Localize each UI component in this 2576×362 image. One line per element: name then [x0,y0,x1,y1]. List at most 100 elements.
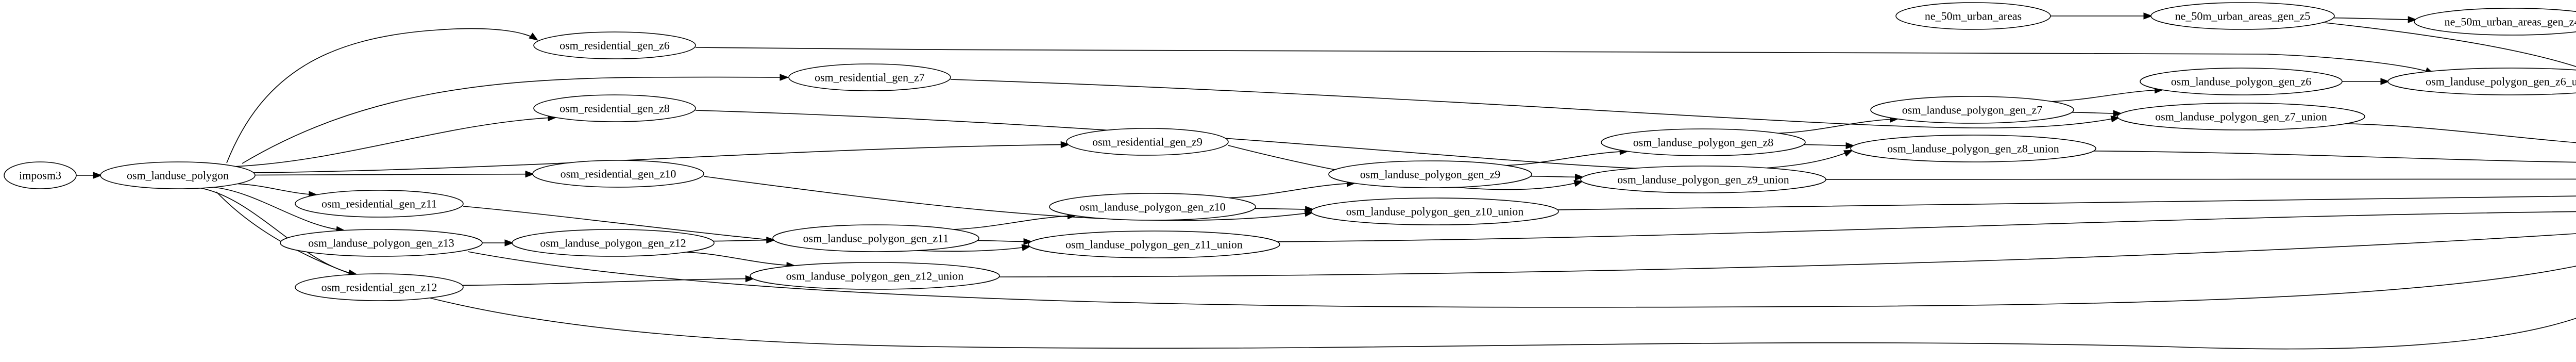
node-label-osm_residential_gen_z10: osm_residential_gen_z10 [561,168,676,180]
edge-osm_landuse_polygon-to-layer_landuse-z14+ [216,191,2576,350]
node-label-osm_landuse_polygon_gen_z8: osm_landuse_polygon_gen_z8 [1633,136,1774,149]
edge-osm_landuse_polygon_gen_z10_union-to-layer_landuse-z10 [1557,195,2576,210]
edge-osm_landuse_polygon_gen_z9-to-osm_landuse_polygon_gen_z9_union [1530,176,1583,177]
edge-osm_landuse_polygon-to-osm_residential_gen_z6 [226,28,537,163]
node-label-osm_landuse_polygon_gen_z10_union: osm_landuse_polygon_gen_z10_union [1346,205,1524,218]
node-shape-osm_landuse_polygon_gen_z8 [1601,128,1806,156]
node-osm_landuse_polygon_gen_z13: osm_landuse_polygon_gen_z13 [280,229,483,257]
node-label-osm_landuse_polygon_gen_z12: osm_landuse_polygon_gen_z12 [540,237,686,250]
node-osm_landuse_polygon_gen_z8_union: osm_landuse_polygon_gen_z8_union [1850,135,2096,162]
node-osm_residential_gen_z8: osm_residential_gen_z8 [533,94,696,122]
node-label-osm_landuse_polygon_gen_z7: osm_landuse_polygon_gen_z7 [1902,104,2043,117]
node-label-osm_landuse_polygon_gen_z7_union: osm_landuse_polygon_gen_z7_union [2155,110,2327,123]
edge-ne_50m_urban_areas_gen_z5-to-ne_50m_urban_areas_gen_z4 [2333,18,2415,20]
node-label-osm_landuse_polygon_gen_z11_union: osm_landuse_polygon_gen_z11_union [1065,238,1243,251]
node-shape-osm_residential_gen_z10 [532,160,704,188]
node-shape-osm_landuse_polygon_gen_z12 [512,229,715,257]
edge-osm_landuse_polygon_gen_z8-to-osm_landuse_polygon_gen_z7 [1778,119,1897,134]
node-shape-osm_residential_gen_z12 [295,273,464,301]
edge-osm_landuse_polygon_gen_z11_union-to-layer_landuse-z11 [1277,211,2576,242]
node-shape-osm_landuse_polygon [100,161,256,189]
node-osm_landuse_polygon_gen_z7_union: osm_landuse_polygon_gen_z7_union [2117,103,2365,130]
edge-osm_landuse_polygon-to-osm_residential_gen_z7 [242,77,787,164]
node-osm_landuse_polygon_gen_z12_union: osm_landuse_polygon_gen_z12_union [750,262,1000,290]
edge-osm_residential_gen_z7-to-osm_landuse_polygon_gen_z7_union [950,79,2119,128]
node-label-ne_50m_urban_areas: ne_50m_urban_areas [1925,10,2022,23]
edge-osm_landuse_polygon_gen_z7-to-osm_landuse_polygon_gen_z7_union [2072,112,2121,113]
node-shape-osm_landuse_polygon_gen_z12_union [750,262,1000,290]
node-label-osm_landuse_polygon_gen_z9_union: osm_landuse_polygon_gen_z9_union [1617,173,1789,186]
node-shape-osm_landuse_polygon_gen_z9_union [1580,166,1826,193]
edge-osm_residential_gen_z11-to-osm_landuse_polygon_gen_z11_union [463,206,1029,252]
edge-osm_landuse_polygon_gen_z7-to-osm_landuse_polygon_gen_z6 [2051,90,2162,102]
node-shape-osm_landuse_polygon_gen_z9 [1328,160,1532,188]
node-shape-osm_landuse_polygon_gen_z7 [1870,96,2074,124]
node-ne_50m_urban_areas_gen_z4: ne_50m_urban_areas_gen_z4 [2414,8,2576,36]
edge-osm_residential_gen_z10-to-osm_landuse_polygon_gen_z10_union [703,176,1312,221]
node-shape-osm_residential_gen_z7 [788,63,951,91]
node-ne_50m_urban_areas_gen_z5: ne_50m_urban_areas_gen_z5 [2150,2,2335,30]
edge-osm_landuse_polygon-to-osm_residential_gen_z10 [255,174,533,175]
node-imposm3: imposm3 [4,161,77,189]
edge-osm_landuse_polygon-to-osm_residential_gen_z8 [235,118,555,167]
node-shape-osm_landuse_polygon_gen_z13 [280,229,483,257]
edge-osm_landuse_polygon_gen_z8_union-to-layer_landuse-z8 [2093,151,2576,163]
edge-osm_landuse_polygon_gen_z12_union-to-layer_landuse-z12 [999,233,2576,277]
node-shape-osm_landuse_polygon_gen_z6 [2140,68,2343,95]
edge-osm_residential_gen_z8-to-osm_landuse_polygon_gen_z8_union [695,110,1852,171]
node-osm_residential_gen_z6: osm_residential_gen_z6 [533,31,696,59]
edges-layer [76,16,2576,350]
node-label-imposm3: imposm3 [19,169,61,182]
node-osm_landuse_polygon: osm_landuse_polygon [100,161,256,189]
edge-osm_landuse_polygon_gen_z11-to-osm_landuse_polygon_gen_z10 [953,216,1075,230]
node-label-osm_residential_gen_z7: osm_residential_gen_z7 [815,71,925,84]
node-label-ne_50m_urban_areas_gen_z5: ne_50m_urban_areas_gen_z5 [2175,10,2311,23]
node-shape-osm_landuse_polygon_gen_z10 [1049,193,1256,221]
edge-osm_landuse_polygon_gen_z8-to-osm_landuse_polygon_gen_z8_union [1804,145,1853,146]
node-shape-osm_residential_gen_z9 [1066,128,1229,156]
nodes-layer: imposm3 osm_landuse_polygon osm_residentia… [4,2,2576,301]
node-osm_residential_gen_z11: osm_residential_gen_z11 [295,190,464,218]
node-label-osm_landuse_polygon_gen_z13: osm_landuse_polygon_gen_z13 [308,237,454,250]
node-shape-ne_50m_urban_areas_gen_z4 [2414,8,2576,36]
node-osm_landuse_polygon_gen_z12: osm_landuse_polygon_gen_z12 [512,229,715,257]
edge-osm_residential_gen_z6-to-osm_landuse_polygon_gen_z6_union [695,47,2433,73]
node-label-osm_landuse_polygon_gen_z6_union: osm_landuse_polygon_gen_z6_union [2426,75,2576,88]
node-osm_landuse_polygon_gen_z10_union: osm_landuse_polygon_gen_z10_union [1311,198,1559,225]
edge-osm_landuse_polygon_gen_z10-to-osm_landuse_polygon_gen_z9 [1229,183,1354,199]
node-ne_50m_urban_areas: ne_50m_urban_areas [1895,2,2051,30]
node-osm_residential_gen_z9: osm_residential_gen_z9 [1066,128,1229,156]
node-label-osm_residential_gen_z9: osm_residential_gen_z9 [1092,136,1202,149]
node-osm_landuse_polygon_gen_z8: osm_landuse_polygon_gen_z8 [1601,128,1806,156]
node-label-ne_50m_urban_areas_gen_z4: ne_50m_urban_areas_gen_z4 [2445,15,2576,28]
edge-ne_50m_urban_areas_gen_z5-to-layer_landuse-z5 [2324,22,2576,68]
node-osm_landuse_polygon_gen_z7: osm_landuse_polygon_gen_z7 [1870,96,2074,124]
node-label-osm_residential_gen_z12: osm_residential_gen_z12 [321,281,437,294]
node-shape-ne_50m_urban_areas [1895,2,2051,30]
node-osm_landuse_polygon_gen_z9_union: osm_landuse_polygon_gen_z9_union [1580,166,1826,193]
node-shape-osm_landuse_polygon_gen_z10_union [1311,198,1559,225]
node-label-osm_landuse_polygon_gen_z9: osm_landuse_polygon_gen_z9 [1360,168,1501,181]
node-shape-osm_landuse_polygon_gen_z11_union [1028,231,1280,258]
node-label-osm_residential_gen_z6: osm_residential_gen_z6 [560,39,670,52]
edge-osm_landuse_polygon_gen_z13-to-layer_landuse-z13 [467,251,2576,308]
node-osm_landuse_polygon_gen_z11: osm_landuse_polygon_gen_z11 [772,224,979,252]
edge-osm_landuse_polygon_gen_z12-to-osm_landuse_polygon_gen_z12_union [686,252,794,266]
node-osm_landuse_polygon_gen_z10: osm_landuse_polygon_gen_z10 [1049,193,1256,221]
edge-osm_landuse_polygon_gen_z12-to-osm_landuse_polygon_gen_z11 [713,240,774,241]
edge-osm_landuse_polygon_gen_z11-to-osm_landuse_polygon_gen_z11_union [977,240,1031,241]
edge-osm_residential_gen_z12-to-osm_landuse_polygon_gen_z12_union [462,278,753,286]
node-label-osm_residential_gen_z8: osm_residential_gen_z8 [560,102,670,115]
edge-osm_landuse_polygon-to-osm_residential_gen_z9 [253,144,1068,173]
node-osm_residential_gen_z10: osm_residential_gen_z10 [532,160,704,188]
node-shape-osm_landuse_polygon_gen_z11 [772,224,979,252]
node-label-osm_landuse_polygon_gen_z12_union: osm_landuse_polygon_gen_z12_union [786,270,964,283]
edge-osm_landuse_polygon_gen_z7_union-to-layer_landuse-z7 [2346,123,2576,143]
node-osm_landuse_polygon_gen_z11_union: osm_landuse_polygon_gen_z11_union [1028,231,1280,258]
node-shape-osm_residential_gen_z6 [533,31,696,59]
node-osm_landuse_polygon_gen_z6: osm_landuse_polygon_gen_z6 [2140,68,2343,95]
node-shape-osm_landuse_polygon_gen_z8_union [1850,135,2096,162]
node-osm_landuse_polygon_gen_z9: osm_landuse_polygon_gen_z9 [1328,160,1532,188]
